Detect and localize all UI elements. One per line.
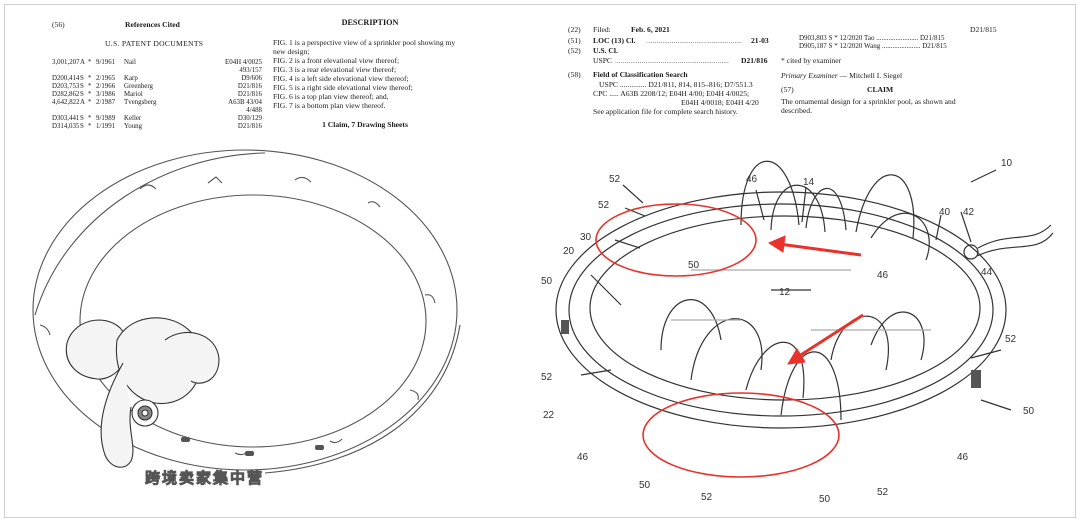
ref-number: 10 [1001,158,1013,169]
annotation-circle-top [595,203,757,277]
annotation-circle-bottom [642,392,840,478]
description-title: DESCRIPTION [341,18,399,27]
elephant-head-icon [65,317,220,468]
arrow-left-icon [767,235,786,253]
cited-note: * cited by examiner [781,56,842,65]
ref-number: 52 [598,200,610,211]
arrow-down-left-icon [787,348,806,365]
ref-number: 46 [746,174,758,185]
claim-text-continued: described. [781,106,812,115]
red-annotations [595,203,840,478]
ref-number: 50 [819,494,831,505]
ref-number: 46 [577,452,589,463]
ref-number: 44 [981,267,993,278]
ref-number: 46 [957,452,969,463]
ref-number: 52 [701,492,713,503]
ref-number: 50 [639,480,651,491]
ref-number: 52 [877,487,889,498]
claim-sheets: 1 Claim, 7 Drawing Sheets [322,120,408,129]
watermark: 跨境卖家集中营 [145,469,265,488]
ref-number: 42 [963,207,975,218]
ref-number: 20 [563,246,575,257]
ref-number: 50 [688,260,700,271]
reference-row: D905,187 S * 12/2020 Wang ..............… [799,42,947,50]
annotated-pool-drawing: 10 14 46 52 52 30 50 20 40 42 44 46 12 5… [541,158,1054,505]
claim-text: The ornamental design for a sprinkler po… [781,97,956,106]
refs-title: References Cited [125,20,180,29]
ref-number: 52 [609,174,621,185]
ref-number: 30 [580,232,592,243]
examiner: Primary Examiner — Mitchell I. Siegel [781,71,903,80]
elephant-pool-drawing [32,149,461,474]
right-patent-page: (22) Filed: Feb. 6, 2021 (51) LOC (13) C… [541,5,1075,517]
red-arrows [767,235,864,365]
reference-row: D903,803 S * 12/2020 Tao ...............… [799,34,945,42]
ref-number: 50 [541,276,553,287]
refs-section-number: (56) [52,20,65,29]
claim-number: (57) [781,85,794,94]
ref-number: 40 [939,207,951,218]
ref-number: 52 [1005,334,1017,345]
ref-number: 14 [803,177,815,188]
claim-title: CLAIM [867,85,894,94]
left-patent-page: (56) References Cited U.S. PATENT DOCUME… [5,5,533,517]
ref-number: 46 [877,270,889,281]
ref-number: 22 [543,410,555,421]
ref-number: 52 [541,372,553,383]
ref-number: 12 [779,287,791,298]
ref-number: 50 [1023,406,1035,417]
patent-comparison-image: (56) References Cited U.S. PATENT DOCUME… [4,4,1076,518]
refs-subtitle: U.S. PATENT DOCUMENTS [105,39,204,48]
